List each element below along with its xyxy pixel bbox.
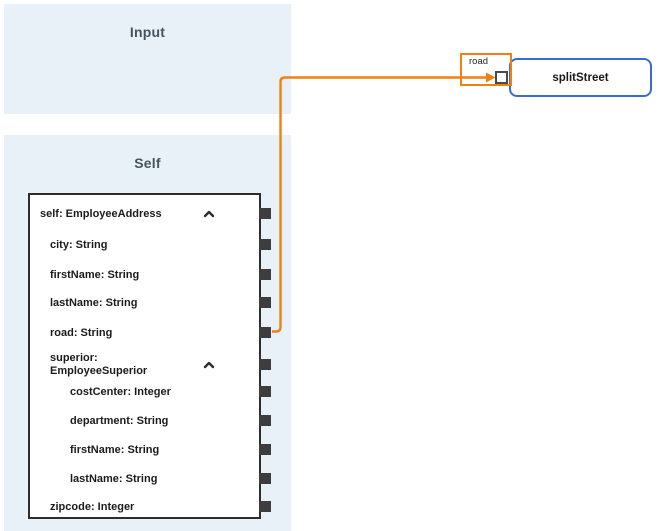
connector-port-road[interactable] [259,327,271,338]
connector-port[interactable] [259,359,271,370]
tree-row-superior-lastname[interactable]: lastName: String [30,465,271,493]
tree-row-label: self: EmployeeAddress [40,207,162,220]
tree-row-label: superior: EmployeeSuperior [50,352,148,377]
tree-row-label: lastName: String [70,472,158,485]
connector-port[interactable] [259,386,271,397]
tree-row-label: department: String [70,414,169,427]
tree-row-costcenter[interactable]: costCenter: Integer [30,378,271,406]
tree-row-superior-firstname[interactable]: firstName: String [30,436,271,464]
tree-row-self[interactable]: self: EmployeeAddress [30,200,271,228]
collapse-icon[interactable] [202,207,216,221]
connector-port[interactable] [259,239,271,250]
connector-port[interactable] [259,208,271,219]
tree-row-lastname[interactable]: lastName: String [30,289,271,317]
tree-row-superior[interactable]: superior: EmployeeSuperior [30,348,271,382]
connector-port[interactable] [259,473,271,484]
self-panel-title: Self [134,155,161,171]
connector-port[interactable] [259,415,271,426]
connector-port[interactable] [259,501,271,512]
tree-row-department[interactable]: department: String [30,407,271,435]
tree-row-label: firstName: String [50,268,140,281]
function-node-splitstreet[interactable]: splitStreet [509,58,652,97]
tree-row-label: zipcode: Integer [50,500,135,513]
function-input-port-label: road [469,56,489,67]
input-panel: Input [4,4,291,114]
tree-row-label: road: String [50,326,113,339]
tree-row-label: lastName: String [50,296,138,309]
tree-row-zipcode[interactable]: zipcode: Integer [30,493,271,521]
tree-row-label: city: String [50,238,108,251]
connector-port[interactable] [259,269,271,280]
input-panel-title: Input [129,24,166,40]
tree-row-firstname[interactable]: firstName: String [30,261,271,289]
tree-row-label: costCenter: Integer [70,385,171,398]
connector-port[interactable] [259,297,271,308]
connector-port[interactable] [259,444,271,455]
tree-row-label: firstName: String [70,443,160,456]
function-node-label: splitStreet [552,71,609,84]
self-structure-box: self: EmployeeAddress city: String first… [28,193,271,521]
collapse-icon[interactable] [202,358,216,372]
function-input-port[interactable] [495,71,508,84]
tree-row-city[interactable]: city: String [30,231,271,259]
tree-row-road[interactable]: road: String [30,319,271,347]
